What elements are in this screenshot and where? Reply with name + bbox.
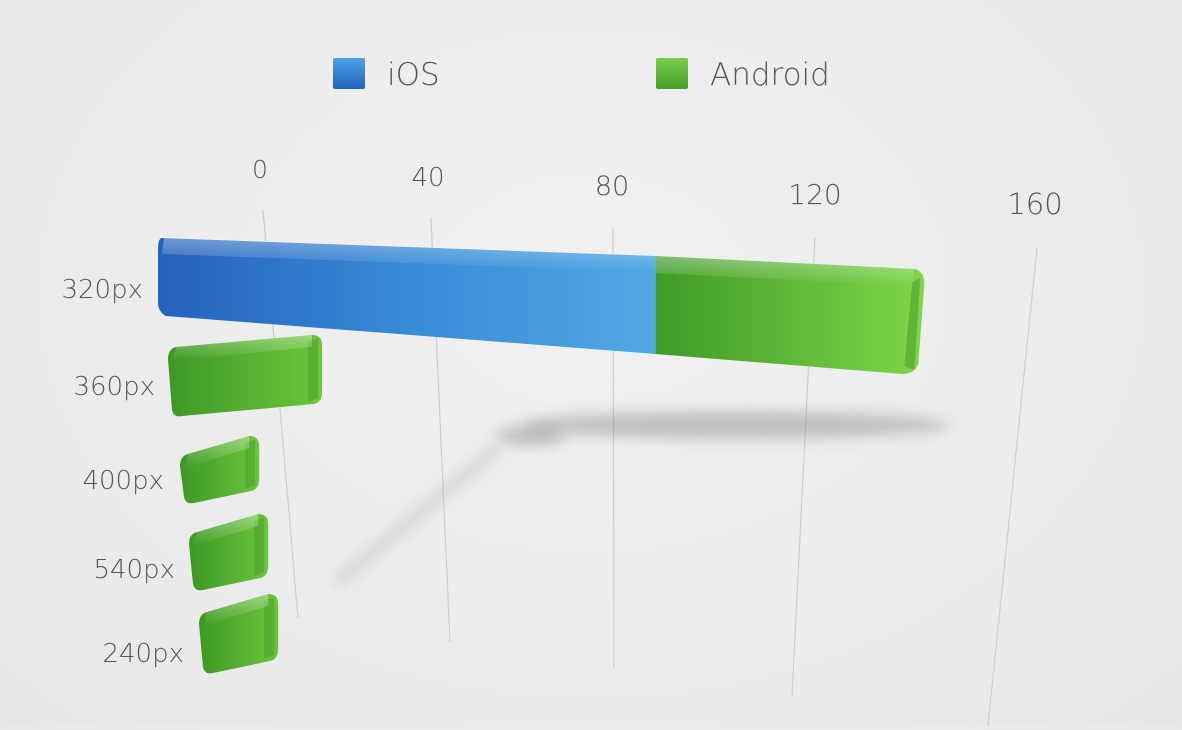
legend-label-ios: iOS <box>387 57 440 93</box>
bar-ios-320px-highlight <box>162 237 656 272</box>
x-tick-label: 40 <box>411 163 444 193</box>
x-tick-label: 120 <box>788 178 841 211</box>
bar-android-240px-cap <box>264 598 275 659</box>
category-label: 400px <box>82 466 164 496</box>
category-label: 360px <box>73 372 155 402</box>
bar-android-400px-highlight <box>184 436 250 468</box>
bar-android-320px-cap <box>904 278 921 370</box>
bar-android-240px-highlight <box>203 594 269 626</box>
bar-android-320px-highlight <box>655 256 915 286</box>
category-label: 540px <box>93 555 175 585</box>
bar-shadows <box>335 411 950 585</box>
bar-android-540px-cap <box>254 518 265 576</box>
bar-shadow <box>520 411 950 439</box>
bar-android-400px-cap <box>245 440 256 489</box>
bar-android-360px-highlight <box>172 335 312 361</box>
bars <box>158 237 925 674</box>
x-tick-label: 80 <box>595 171 629 202</box>
labels: 0 40 80 120 160 320px 360px 400px 540px 240px <box>61 155 1062 669</box>
bar-shadow <box>495 426 565 446</box>
bar-android-360px-cap <box>308 339 318 402</box>
category-label: 240px <box>102 639 184 669</box>
bar-android-320px <box>655 256 925 374</box>
gridline <box>987 247 1038 727</box>
legend-swatch-android <box>656 58 688 89</box>
legend: iOS Android <box>333 57 830 93</box>
bar-shadow <box>335 445 500 585</box>
x-tick-label: 0 <box>252 155 268 184</box>
x-tick-label: 160 <box>1007 187 1062 221</box>
bar-android-540px-highlight <box>193 514 259 546</box>
legend-label-android: Android <box>710 57 830 93</box>
legend-swatch-ios <box>333 58 365 89</box>
category-label: 320px <box>61 275 143 305</box>
